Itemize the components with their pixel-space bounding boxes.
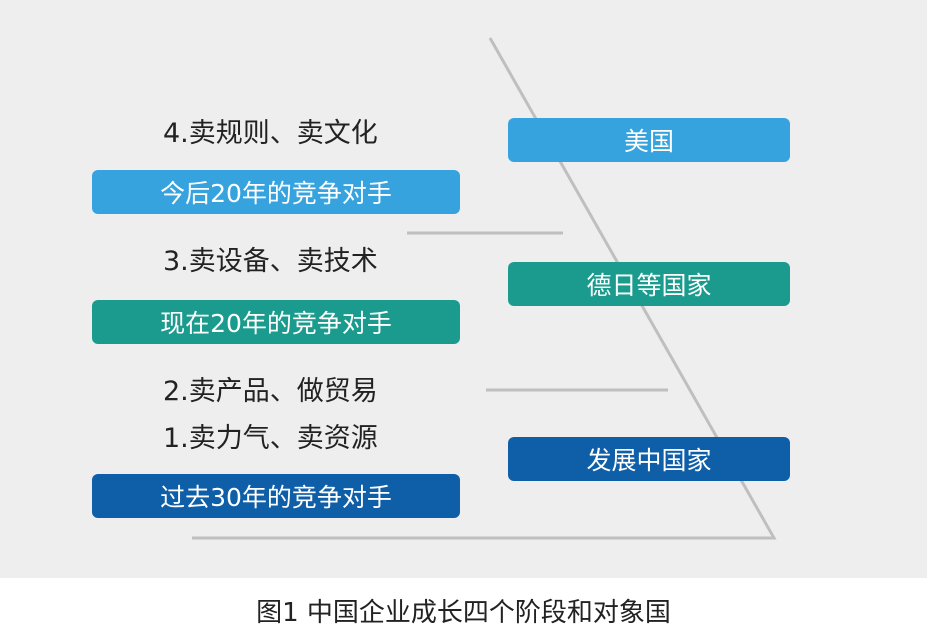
stage-2-label: 2.卖产品、做贸易 [163,376,378,407]
stage-1-label: 1.卖力气、卖资源 [163,423,378,454]
competitor-future-badge: 今后20年的竞争对手 [92,170,460,214]
stage-4-label: 4.卖规则、卖文化 [163,118,378,149]
figure-caption: 图1 中国企业成长四个阶段和对象国 [256,598,671,628]
stage-3-label: 3.卖设备、卖技术 [163,246,378,277]
competitor-past-badge: 过去30年的竞争对手 [92,474,460,518]
pyramid-outline [192,37,777,540]
competitor-present-badge: 现在20年的竞争对手 [92,300,460,344]
country-usa-badge: 美国 [508,118,790,162]
pyramid-triangle [192,37,777,540]
country-developing-badge: 发展中国家 [508,437,790,481]
country-germany-japan-badge: 德日等国家 [508,262,790,306]
